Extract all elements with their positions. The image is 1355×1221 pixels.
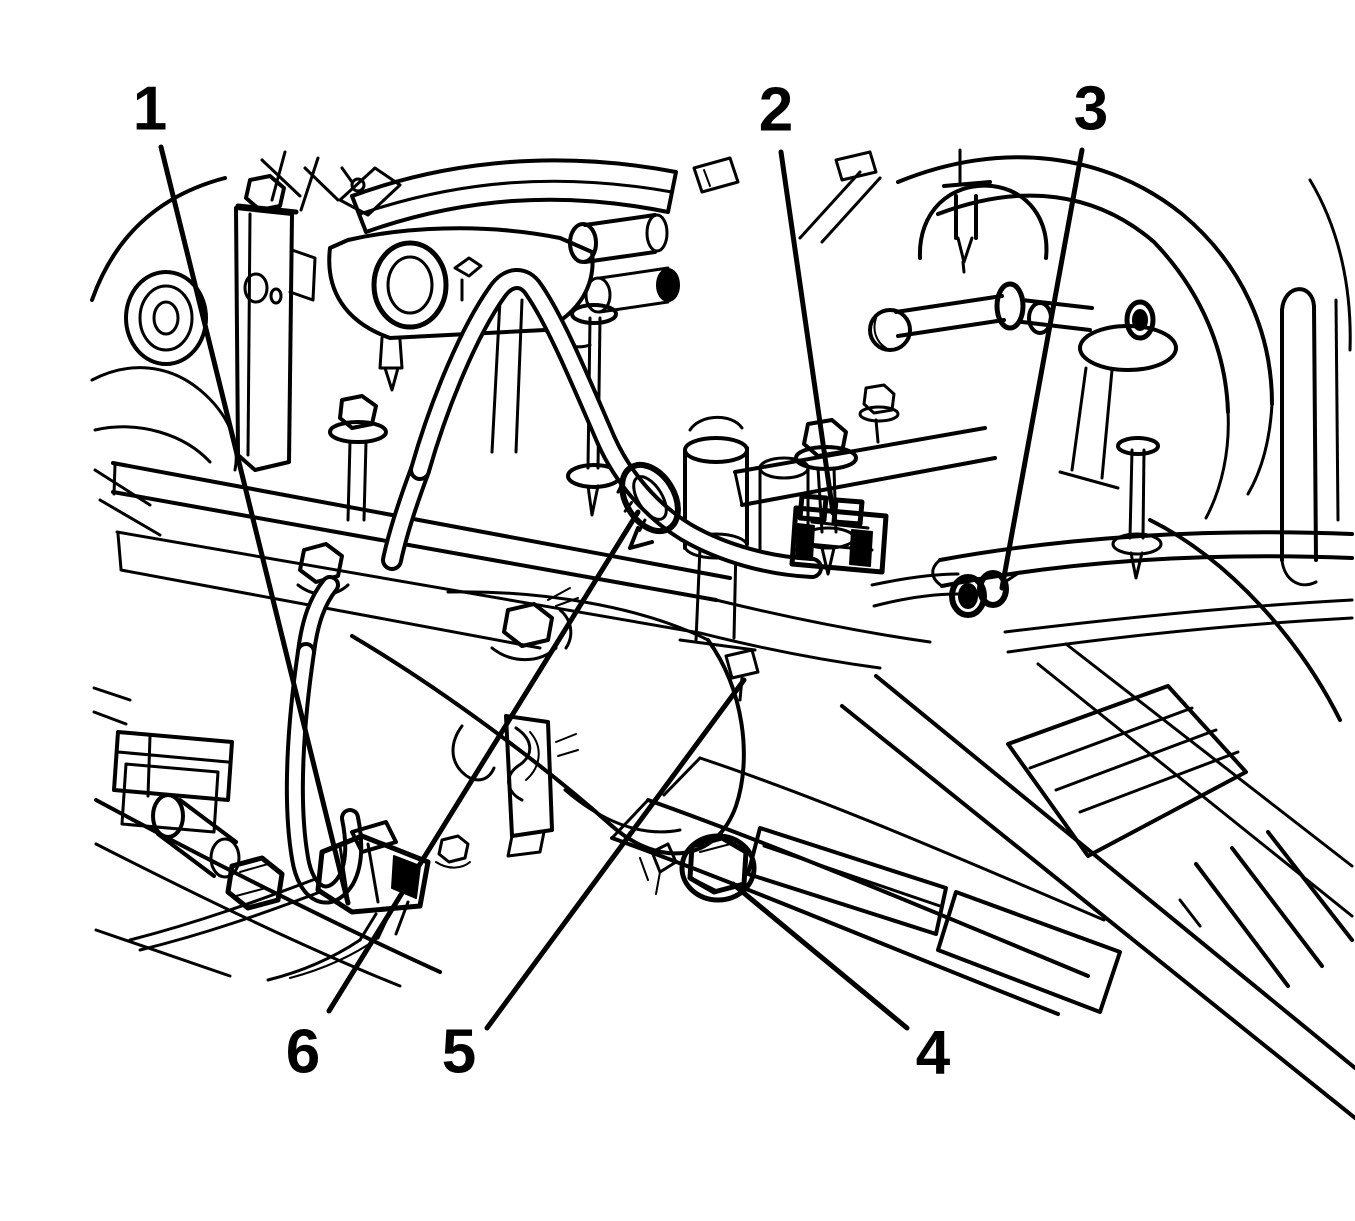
harness-connector [315, 820, 431, 915]
throttle-body [327, 213, 680, 454]
coil-connector [504, 714, 554, 838]
throttle-bore [371, 240, 449, 330]
harness-clip-stud [724, 648, 760, 702]
callout-2-label: 2 [759, 76, 793, 145]
callout-4-label: 4 [916, 1019, 951, 1088]
purge-valve-assembly [678, 415, 997, 702]
callout-2-leader [778, 149, 836, 516]
callouts-layer: 1 2 3 4 5 6 [133, 75, 1108, 1088]
callout-5-label: 5 [442, 1018, 476, 1087]
hose-clamp [616, 461, 681, 535]
ignition-coil-pack [112, 730, 285, 911]
pcv-hose [381, 268, 823, 579]
front-fender-and-bracket [90, 150, 340, 726]
callout-1-leader [158, 144, 351, 906]
wiring-harness [128, 575, 431, 982]
bracket-flange-nut [679, 833, 757, 903]
fuel-pipes [870, 530, 1354, 654]
cover-bolt [502, 602, 554, 648]
bracket-bolt [244, 174, 286, 212]
callout-1-label: 1 [133, 75, 167, 144]
callout-3-label: 3 [1074, 75, 1108, 144]
mount-bracket [610, 756, 1122, 1016]
cowl-panel [840, 642, 1355, 1120]
intake-duct-band [338, 150, 882, 244]
coil-bolt [225, 855, 285, 911]
callout-6-label: 6 [286, 1018, 320, 1087]
pipe-quick-connect-fitting [949, 570, 1022, 618]
sensor-connector [789, 493, 889, 575]
callout-3-leader [999, 147, 1085, 591]
callout-4-leader [730, 881, 910, 1031]
callout-6-leader [326, 509, 641, 1014]
callout-5-leader [484, 677, 747, 1031]
cover-bolt [298, 542, 344, 584]
fuel-rail-assembly [868, 148, 1178, 490]
